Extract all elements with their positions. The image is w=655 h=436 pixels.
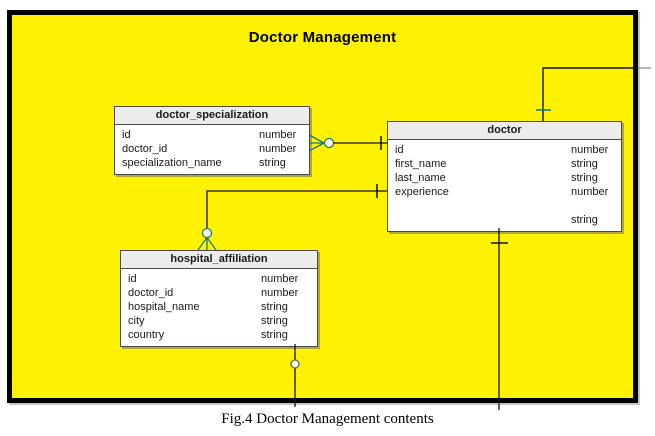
field-row: doctor_id number	[115, 142, 309, 156]
diagram-title: Doctor Management	[248, 29, 397, 46]
field-name: specialization_name	[122, 157, 222, 169]
field-type: string	[261, 329, 288, 341]
entity-doctor: doctor id number first_name string last_…	[387, 121, 622, 232]
field-type: number	[259, 129, 297, 141]
field-row: last_name string	[388, 171, 621, 185]
field-row: first_name string	[388, 157, 621, 171]
field-row: country string	[121, 328, 317, 342]
field-type: string	[571, 214, 598, 226]
field-row: id number	[121, 272, 317, 286]
field-name: hospital_name	[128, 301, 200, 313]
entity-title: hospital_affiliation	[121, 251, 317, 269]
entity-fields: id number doctor_id number specializatio…	[115, 125, 309, 174]
field-name: id	[395, 144, 404, 156]
entity-title: doctor	[388, 122, 621, 140]
entity-fields: id number doctor_id number hospital_name…	[121, 269, 317, 346]
entity-doctor-specialization: doctor_specialization id number doctor_i…	[114, 106, 310, 175]
field-type: string	[261, 315, 288, 327]
entity-hospital-affiliation: hospital_affiliation id number doctor_id…	[120, 250, 318, 347]
field-type	[571, 199, 621, 213]
field-row: string	[388, 213, 621, 227]
field-type: string	[259, 157, 286, 169]
field-name: doctor_id	[122, 143, 168, 155]
field-row: id number	[388, 143, 621, 157]
field-name: experience	[395, 186, 449, 198]
field-row: doctor_id number	[121, 286, 317, 300]
figure-caption: Fig.4 Doctor Management contents	[221, 411, 434, 427]
field-row: specialization_name string	[115, 156, 309, 170]
field-type: string	[571, 172, 598, 184]
field-type: number	[571, 144, 609, 156]
field-type: number	[571, 186, 609, 198]
field-name: city	[128, 315, 145, 327]
field-type: number	[261, 287, 299, 299]
field-type: number	[261, 273, 299, 285]
entity-fields: id number first_name string last_name st…	[388, 140, 621, 231]
field-name: id	[122, 129, 131, 141]
field-row: city string	[121, 314, 317, 328]
field-type: string	[261, 301, 288, 313]
field-name: doctor_id	[128, 287, 174, 299]
field-name	[395, 199, 571, 213]
field-name: country	[128, 329, 165, 341]
entity-title: doctor_specialization	[115, 107, 309, 125]
field-row: id number	[115, 128, 309, 142]
field-name: last_name	[395, 172, 446, 184]
field-name	[395, 213, 571, 227]
field-type: number	[259, 143, 297, 155]
field-row	[388, 199, 621, 213]
field-type: string	[571, 158, 598, 170]
field-row: experience number	[388, 185, 621, 199]
field-row: hospital_name string	[121, 300, 317, 314]
field-name: id	[128, 273, 137, 285]
field-name: first_name	[395, 158, 447, 170]
